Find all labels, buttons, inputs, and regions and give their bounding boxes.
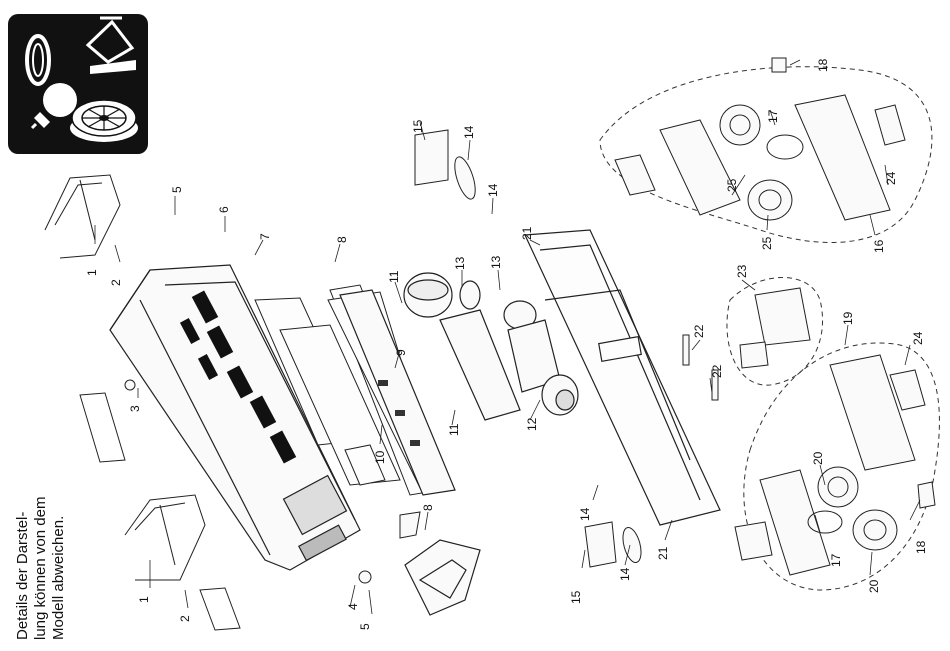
part-label: 18 xyxy=(914,540,928,554)
part-label: 15 xyxy=(411,119,425,133)
part-label: 17 xyxy=(829,553,843,567)
part-label: 2 xyxy=(109,279,123,286)
service-icons-panel xyxy=(8,14,148,154)
part-label: 20 xyxy=(867,579,881,593)
part-label: 21 xyxy=(520,226,534,240)
part-label: 24 xyxy=(884,171,898,185)
part-label: 22 xyxy=(692,324,706,338)
front-endpiece xyxy=(405,540,480,615)
part-label: 4 xyxy=(346,603,360,610)
part-label: 15 xyxy=(569,590,583,604)
part-label: 25 xyxy=(760,236,774,250)
motor-shield-parts xyxy=(740,288,810,368)
disclaimer-text: Details der Darstel- lung können von dem… xyxy=(14,497,68,640)
upper-bogie xyxy=(615,58,905,220)
part-label: 14 xyxy=(618,567,632,581)
part-label: 23 xyxy=(735,264,749,278)
part-label: 11 xyxy=(387,270,401,283)
part-label: 6 xyxy=(217,206,231,213)
part-label: 21 xyxy=(656,546,670,560)
part-label: 14 xyxy=(486,183,500,197)
part-label: 18 xyxy=(816,58,830,72)
part-label: 1 xyxy=(137,596,151,603)
part-label: 19 xyxy=(841,311,855,325)
part-label: 25 xyxy=(725,178,739,192)
part-label: 24 xyxy=(911,331,925,345)
part-label: 2 xyxy=(178,615,192,622)
part-label: 12 xyxy=(525,417,539,431)
part-label: 8 xyxy=(335,236,349,243)
motor-assembly xyxy=(404,273,520,420)
disclaimer-line: Modell abweichen. xyxy=(50,516,67,640)
part-label: 13 xyxy=(489,255,503,269)
part-label: 11 xyxy=(447,423,461,436)
disclaimer-line: lung können von dem xyxy=(32,497,49,640)
part-label: 20 xyxy=(811,451,825,465)
part-label: 14 xyxy=(578,507,592,521)
part-label: 3 xyxy=(128,405,142,412)
wheel-icon xyxy=(70,100,138,142)
part-label: 5 xyxy=(358,623,372,630)
part-label: 10 xyxy=(373,450,387,464)
part-label: 7 xyxy=(258,233,272,240)
part-label: 9 xyxy=(394,349,408,356)
part-label: 22 xyxy=(710,364,724,378)
part-label: 8 xyxy=(421,504,435,511)
part-label: 16 xyxy=(872,239,886,253)
part-label: 17 xyxy=(766,109,780,123)
part-label: 14 xyxy=(462,125,476,139)
part-label: 13 xyxy=(453,256,467,270)
lower-bogie xyxy=(735,355,935,575)
part-label: 5 xyxy=(170,186,184,193)
part-label: 1 xyxy=(85,269,99,276)
disclaimer-line: Details der Darstel- xyxy=(14,512,31,640)
